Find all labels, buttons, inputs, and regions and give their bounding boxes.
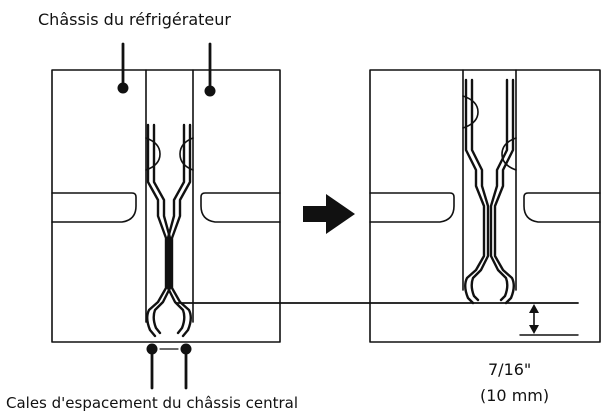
pointer-dot-spacer-left: [146, 343, 158, 355]
pointer-dot-frame-left: [117, 82, 129, 94]
left-hinge-bump-b: [179, 137, 194, 171]
left-door-left: [51, 192, 137, 223]
right-door-right: [523, 192, 601, 223]
right-spacer-left: [464, 78, 490, 305]
pointer-dot-frame-right: [204, 85, 216, 97]
right-panel: [369, 69, 601, 343]
dimension-arrowhead-up: [529, 304, 539, 313]
spacer-caption: Cales d'espacement du châssis central: [6, 394, 299, 412]
right-hinge-bump-a: [462, 95, 479, 129]
dimension-metric: (10 mm): [480, 386, 550, 405]
left-spacer-right: [166, 123, 192, 338]
right-hinge-bump-b: [501, 137, 517, 171]
dimension-imperial: 7/16": [488, 360, 532, 379]
transition-arrow: [303, 194, 355, 234]
dimension-arrowhead-down: [529, 325, 539, 334]
pointer-dot-spacer-right: [180, 343, 192, 355]
left-door-right: [200, 192, 281, 223]
right-spacer-right: [489, 78, 515, 305]
right-frame: [369, 69, 601, 343]
right-door-left: [369, 192, 455, 223]
left-panel: [51, 42, 281, 390]
chassis-title: Châssis du réfrigérateur: [38, 10, 231, 29]
left-spacer-left: [146, 123, 172, 338]
left-frame: [51, 69, 281, 343]
